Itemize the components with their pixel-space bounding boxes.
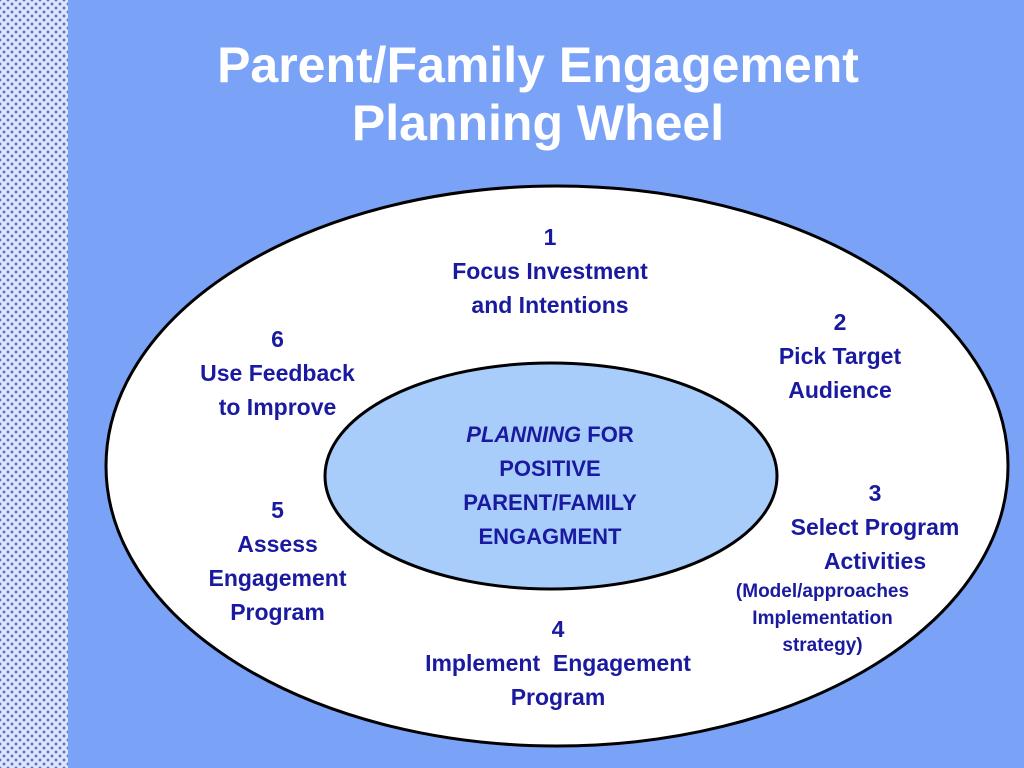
step-3-number: 3 [868,480,882,506]
step-1-line-1: Focus Investment [452,258,648,284]
step-1-number: 1 [543,224,557,250]
step-3-line-1: Select Program [790,514,960,540]
step-6-line-1: Use Feedback [200,360,355,386]
step-2-label: 2 Pick Target Audience [720,305,960,407]
step-5-line-2: Engagement [208,565,347,591]
step-5-number: 5 [271,497,284,523]
title-line-1: Parent/Family Engagement [217,37,859,93]
step-3-note-2: Implementation [752,608,893,629]
step-5-label: 5 Assess Engagement Program [160,493,395,629]
title-line-2: Planning Wheel [351,95,725,151]
step-3-label: 3 Select Program Activities [755,476,995,578]
step-4-number: 4 [551,616,565,642]
step-4-line-2: Program [510,684,606,710]
center-line-1: PLANNING FOR [400,418,700,452]
inner-ellipse [323,361,779,591]
center-line-3: PARENT/FAMILY [463,490,637,515]
center-planning-word: PLANNING [466,422,582,447]
step-3-note-1: (Model/approaches [735,581,910,602]
center-line-4: ENGAGMENT [478,524,622,549]
step-3-note-3: strategy) [782,635,863,656]
step-4-label: 4 Implement Engagement Program [380,612,736,714]
center-for-word: FOR [581,422,634,447]
step-2-number: 2 [833,309,847,335]
step-5-line-1: Assess [237,531,318,557]
step-1-label: 1 Focus Investment and Intentions [400,220,700,322]
step-2-line-1: Pick Target [778,343,902,369]
step-5-line-3: Program [230,599,325,625]
step-2-line-2: Audience [788,377,892,403]
step-1-line-2: and Intentions [471,292,629,318]
step-4-line-1: Implement Engagement [425,650,691,676]
step-6-number: 6 [271,326,284,352]
wheel-center-label: PLANNING FOR POSITIVE PARENT/FAMILY ENGA… [400,418,700,554]
step-6-line-2: to Improve [218,394,337,420]
decorative-side-strip [0,0,68,768]
step-3-line-2: Activities [823,548,927,574]
step-3-notes: (Model/approaches Implementation strateg… [700,578,945,659]
page-title: Parent/Family Engagement Planning Wheel [68,36,1008,152]
center-line-2: POSITIVE [499,456,601,481]
step-6-label: 6 Use Feedback to Improve [160,322,395,424]
